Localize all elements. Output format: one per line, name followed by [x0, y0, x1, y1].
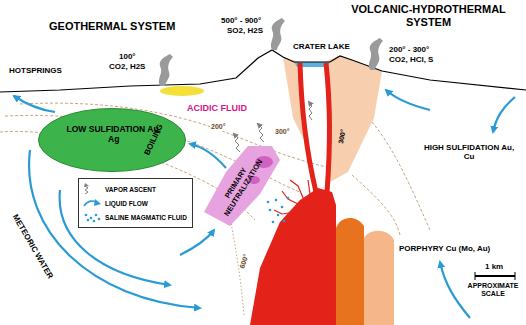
label-text: HIGH SULFIDATION Au, Cu: [420, 143, 518, 161]
label-text: CRATER LAKE: [292, 42, 351, 51]
acidic-fluid-zone: [160, 86, 204, 96]
legend-box: VAPOR ASCENT LIQUID FLOW SALINE MAGMATIC F…: [78, 178, 193, 228]
scale-tick: [475, 272, 476, 280]
zone-shape: [204, 146, 280, 226]
dots-icon: [85, 214, 101, 223]
gas-plume: [271, 18, 285, 50]
flow-arrow: [180, 230, 214, 255]
label-text: 500° - 900°: [220, 16, 262, 25]
vein: [290, 180, 304, 200]
vapor-arrow: [258, 124, 264, 142]
vein: [282, 191, 300, 205]
saline-fluid-dots: [267, 197, 290, 224]
fluid-dot: [269, 209, 272, 212]
legend-text: VAPOR ASCENT: [105, 186, 156, 193]
flow-arrow: [14, 96, 55, 112]
fluid-dot: [275, 199, 278, 202]
neutralization-zone: PRIMARY NEUTRALIZATION: [200, 146, 280, 226]
magma-body: [250, 188, 336, 325]
label-text: 100°: [118, 52, 137, 61]
legend-symbol: [82, 197, 102, 209]
fluid-dot: [272, 221, 275, 224]
zone-ellipse: [39, 109, 186, 172]
high-sulfidation-zone: [325, 56, 382, 182]
low-sulfidation-zone: LOW SULFIDATION Au, AgBOILING: [38, 108, 186, 172]
label-text: APPROXIMATE SCALE: [462, 282, 524, 298]
isotherm-line: [372, 122, 430, 230]
flow-arrow: [493, 97, 515, 132]
legend-row: LIQUID FLOW: [82, 196, 187, 210]
label-text: VOLCANIC-HYDROTHERMAL SYSTEM: [335, 3, 522, 28]
vapor-arrow: [234, 134, 240, 152]
label-text: 300°: [274, 128, 290, 136]
vapor-icon: [85, 186, 88, 194]
vein: [308, 180, 310, 194]
fluid-dot: [281, 206, 284, 209]
flow-arrow: [190, 144, 226, 168]
magma-conduit: [300, 63, 316, 192]
legend-text: SALINE MAGMATIC FLUID: [105, 214, 187, 221]
legend-text: LIQUID FLOW: [105, 200, 148, 207]
label-text: SO2, H2S: [226, 26, 264, 35]
intrusion-body: [336, 218, 364, 325]
legend-symbol: [82, 211, 102, 223]
scale-bar: [475, 275, 515, 277]
porphyry-body: [364, 231, 394, 325]
vapor-icon-head: [84, 183, 89, 187]
liquid-flow-arrows: [14, 90, 515, 318]
label-text: CO2, HCl, S: [388, 55, 434, 64]
fluid-dot: [277, 214, 280, 217]
label-text: 600°: [238, 252, 251, 270]
fluid-dot: [287, 197, 290, 200]
label-text: ACIDIC FLUID: [186, 103, 248, 113]
fluid-dot: [267, 201, 270, 204]
label-text: PORPHYRY Cu (Mo, Au): [398, 244, 491, 253]
flow-icon-head: [94, 199, 101, 206]
flow-arrow: [386, 90, 430, 110]
gas-plume: [369, 38, 383, 70]
legend-row: SALINE MAGMATIC FLUID: [82, 210, 187, 224]
legend-symbol: [82, 183, 102, 195]
label-text: HOTSPRINGS: [8, 66, 63, 75]
flow-arrow: [29, 150, 200, 308]
label-text: CO2, H2S: [108, 62, 146, 71]
label-text: 200° - 300°: [388, 45, 430, 54]
label-text: METEORIC WATER: [10, 212, 55, 281]
fluid-dot: [283, 220, 286, 223]
gas-plume: [159, 54, 173, 86]
magma-conduit: [326, 63, 330, 192]
label-text: 1 km: [484, 262, 504, 271]
ground-surface: [0, 50, 526, 92]
legend-row: VAPOR ASCENT: [82, 182, 187, 196]
scale-tick: [515, 272, 516, 280]
vapor-arrow: [309, 102, 312, 120]
label-text: 200°: [210, 123, 226, 131]
label-text: GEOTHERMAL SYSTEM: [48, 20, 176, 33]
